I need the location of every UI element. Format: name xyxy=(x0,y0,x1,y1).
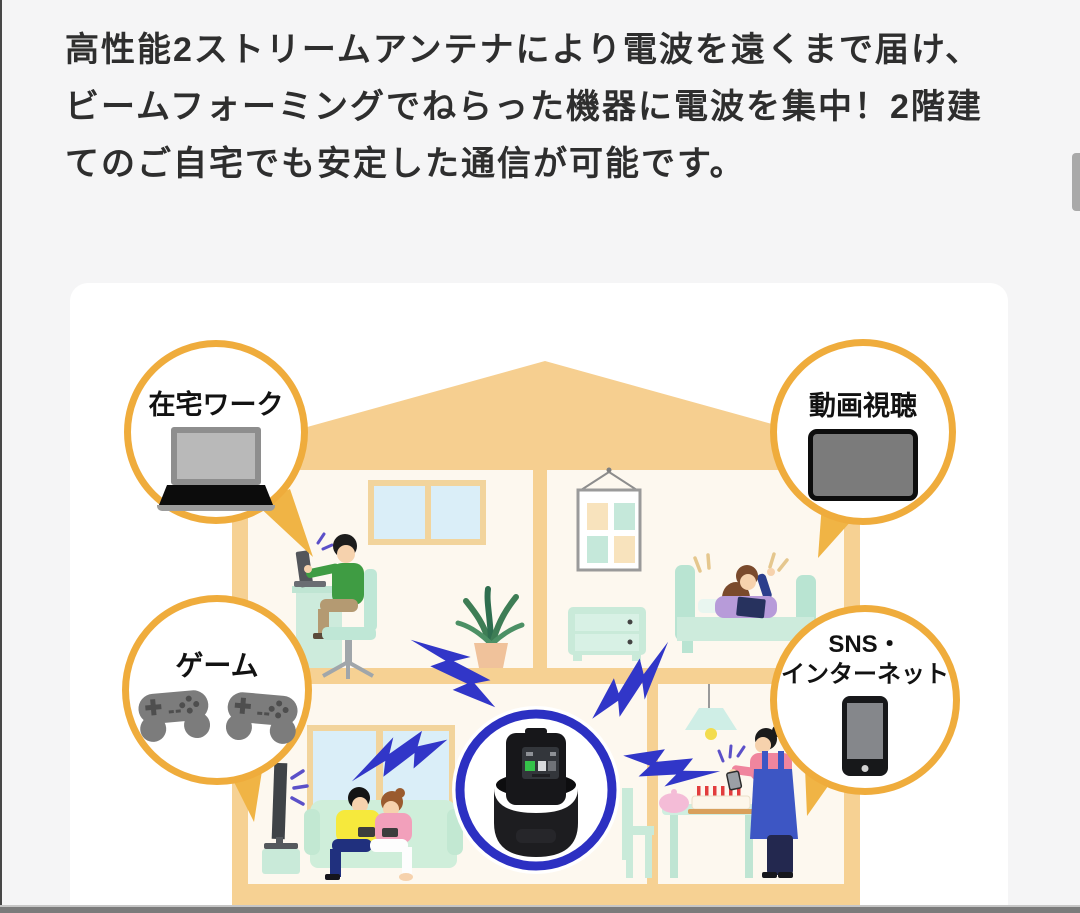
divider-1f xyxy=(647,684,658,884)
callout-video-label: 動画視聴 xyxy=(809,391,917,421)
callout-game: ゲーム xyxy=(122,595,312,785)
bottom-divider xyxy=(0,905,1080,913)
window-2f xyxy=(368,480,486,545)
dining-chair-left xyxy=(622,788,654,878)
roof xyxy=(228,361,862,449)
pendant-lamp xyxy=(685,684,737,740)
callout-sns-label-line1: SNS・ xyxy=(828,631,902,658)
description-line-3: てのご自宅でも安定した通信が可能です。 xyxy=(65,145,746,183)
laptop-base xyxy=(157,505,275,511)
wifi-sparks-laptop xyxy=(316,532,334,551)
callout-sns-internet: SNS・ インターネット xyxy=(770,605,960,795)
scrollbar-thumb[interactable] xyxy=(1072,153,1080,211)
callout-sns-label-line2: インターネット xyxy=(781,661,949,688)
room-2f-left xyxy=(292,480,525,679)
smartphone-icon xyxy=(842,696,888,776)
person-gamer-woman xyxy=(370,788,413,881)
description-line-1: 高性能2ストリームアンテナにより電波を遠くまで届け、 xyxy=(65,31,982,69)
gamepad-icon xyxy=(138,690,298,744)
laptop-icon xyxy=(157,427,275,511)
person-remote-worker xyxy=(304,534,364,639)
callout-video-streaming: 動画視聴 xyxy=(770,339,956,525)
wifi-sparks-tv xyxy=(290,769,309,806)
left-edge-border xyxy=(0,0,2,913)
callout-remote-work: 在宅ワーク xyxy=(124,340,308,524)
bed xyxy=(675,565,816,653)
potted-plant xyxy=(455,586,525,668)
callout-game-label: ゲーム xyxy=(175,650,259,681)
laptop-screen xyxy=(171,427,261,485)
smartphone-screen xyxy=(847,703,883,759)
person-gamer-man xyxy=(325,787,380,880)
router-device xyxy=(494,728,578,857)
floor-band-ground xyxy=(232,884,860,905)
eave-band xyxy=(228,447,862,470)
router-circle xyxy=(452,706,620,874)
tablet-icon xyxy=(808,429,918,501)
cake xyxy=(688,786,754,814)
office-chair xyxy=(322,569,377,679)
house-scene xyxy=(228,361,862,905)
wall-picture xyxy=(576,467,642,572)
person-on-bed xyxy=(693,552,789,619)
laptop-keyboard xyxy=(159,485,273,505)
description-line-2: ビームフォーミングでねらった機器に電波を集中！2階建 xyxy=(65,88,983,126)
divider-2f xyxy=(533,470,547,668)
smartphone-home-button xyxy=(861,765,869,772)
router-ring xyxy=(455,709,617,871)
tv xyxy=(262,762,300,874)
description-text: 高性能2ストリームアンテナにより電波を遠くまで届け、 ビームフォーミングでねらっ… xyxy=(65,22,1025,193)
dresser xyxy=(568,607,646,661)
floor-band-mid xyxy=(232,668,860,684)
callout-remote-work-label: 在宅ワーク xyxy=(148,390,284,420)
pink-pot xyxy=(659,789,689,813)
room-1f-left xyxy=(262,725,463,881)
room-2f-right xyxy=(568,467,816,661)
